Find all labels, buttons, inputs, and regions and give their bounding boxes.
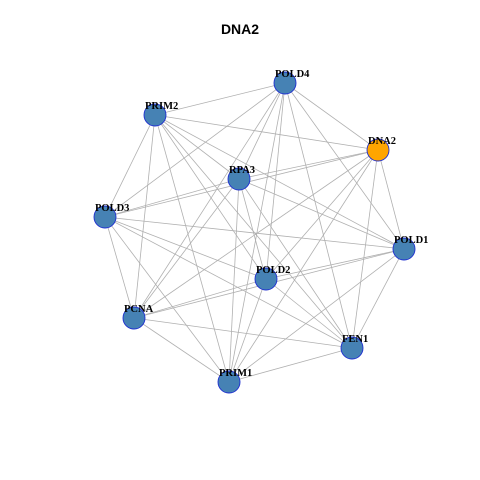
edge-pold3-pcna — [104, 216, 135, 319]
edge-pold2-fen1 — [265, 278, 353, 349]
edge-rpa3-pold1 — [238, 178, 405, 250]
edge-pold3-prim1 — [104, 216, 230, 383]
edge-prim2-pold3 — [104, 114, 156, 218]
edge-pold1-fen1 — [351, 248, 405, 349]
edge-pold2-pcna — [133, 278, 267, 319]
node-prim1 — [217, 370, 241, 394]
edge-dna2-pcna — [133, 149, 379, 319]
edge-pold1-pold2 — [265, 248, 405, 280]
edge-pold2-prim1 — [228, 278, 267, 383]
node-label-pold4: POLD4 — [275, 69, 310, 80]
edge-pold4-pold2 — [265, 82, 286, 280]
node-dna2 — [366, 138, 390, 162]
edge-pold4-prim2 — [154, 82, 286, 116]
edge-rpa3-prim1 — [228, 178, 240, 383]
node-label-pcna: PCNA — [124, 304, 154, 315]
edge-prim2-dna2 — [154, 114, 379, 151]
edge-pold3-pold1 — [104, 216, 405, 250]
node-label-pold2: POLD2 — [256, 265, 290, 276]
node-label-pold3: POLD3 — [95, 203, 129, 214]
edge-pold4-dna2 — [284, 82, 379, 151]
edge-fen1-prim1 — [228, 347, 353, 383]
edge-pcna-prim1 — [133, 317, 230, 383]
edge-pold4-pold1 — [284, 82, 405, 250]
node-pold1 — [392, 237, 416, 261]
node-label-dna2: DNA2 — [368, 136, 396, 147]
edge-pold4-pcna — [133, 82, 286, 319]
node-pold4 — [273, 71, 297, 95]
edge-pold4-pold3 — [104, 82, 286, 218]
edge-prim2-rpa3 — [154, 114, 240, 180]
edge-layer — [104, 82, 405, 383]
edge-prim2-prim1 — [154, 114, 230, 383]
node-label-fen1: FEN1 — [342, 334, 368, 345]
node-label-prim2: PRIM2 — [145, 101, 178, 112]
node-pcna — [122, 306, 146, 330]
edge-pold3-fen1 — [104, 216, 353, 349]
edge-prim2-pold2 — [154, 114, 267, 280]
edge-prim2-pold1 — [154, 114, 405, 250]
edge-dna2-prim1 — [228, 149, 379, 383]
edge-pold3-pold2 — [104, 216, 267, 280]
edge-dna2-rpa3 — [238, 149, 379, 180]
node-prim2 — [143, 103, 167, 127]
edge-pold1-prim1 — [228, 248, 405, 383]
node-pold3 — [93, 205, 117, 229]
edge-rpa3-pold3 — [104, 178, 240, 218]
node-label-pold1: POLD1 — [394, 235, 428, 246]
edge-rpa3-pold2 — [238, 178, 267, 280]
node-label-rpa3: RPA3 — [229, 165, 255, 176]
edge-rpa3-fen1 — [238, 178, 353, 349]
edge-pcna-fen1 — [133, 317, 353, 349]
edge-dna2-fen1 — [351, 149, 379, 349]
node-pold2 — [254, 267, 278, 291]
edge-pold4-rpa3 — [238, 82, 286, 180]
edge-dna2-pold1 — [377, 149, 405, 250]
figure-title: DNA2 — [220, 21, 260, 37]
node-fen1 — [340, 336, 364, 360]
edge-pold4-fen1 — [284, 82, 353, 349]
edge-prim2-pcna — [133, 114, 156, 319]
node-rpa3 — [227, 167, 251, 191]
node-label-prim1: PRIM1 — [219, 368, 252, 379]
